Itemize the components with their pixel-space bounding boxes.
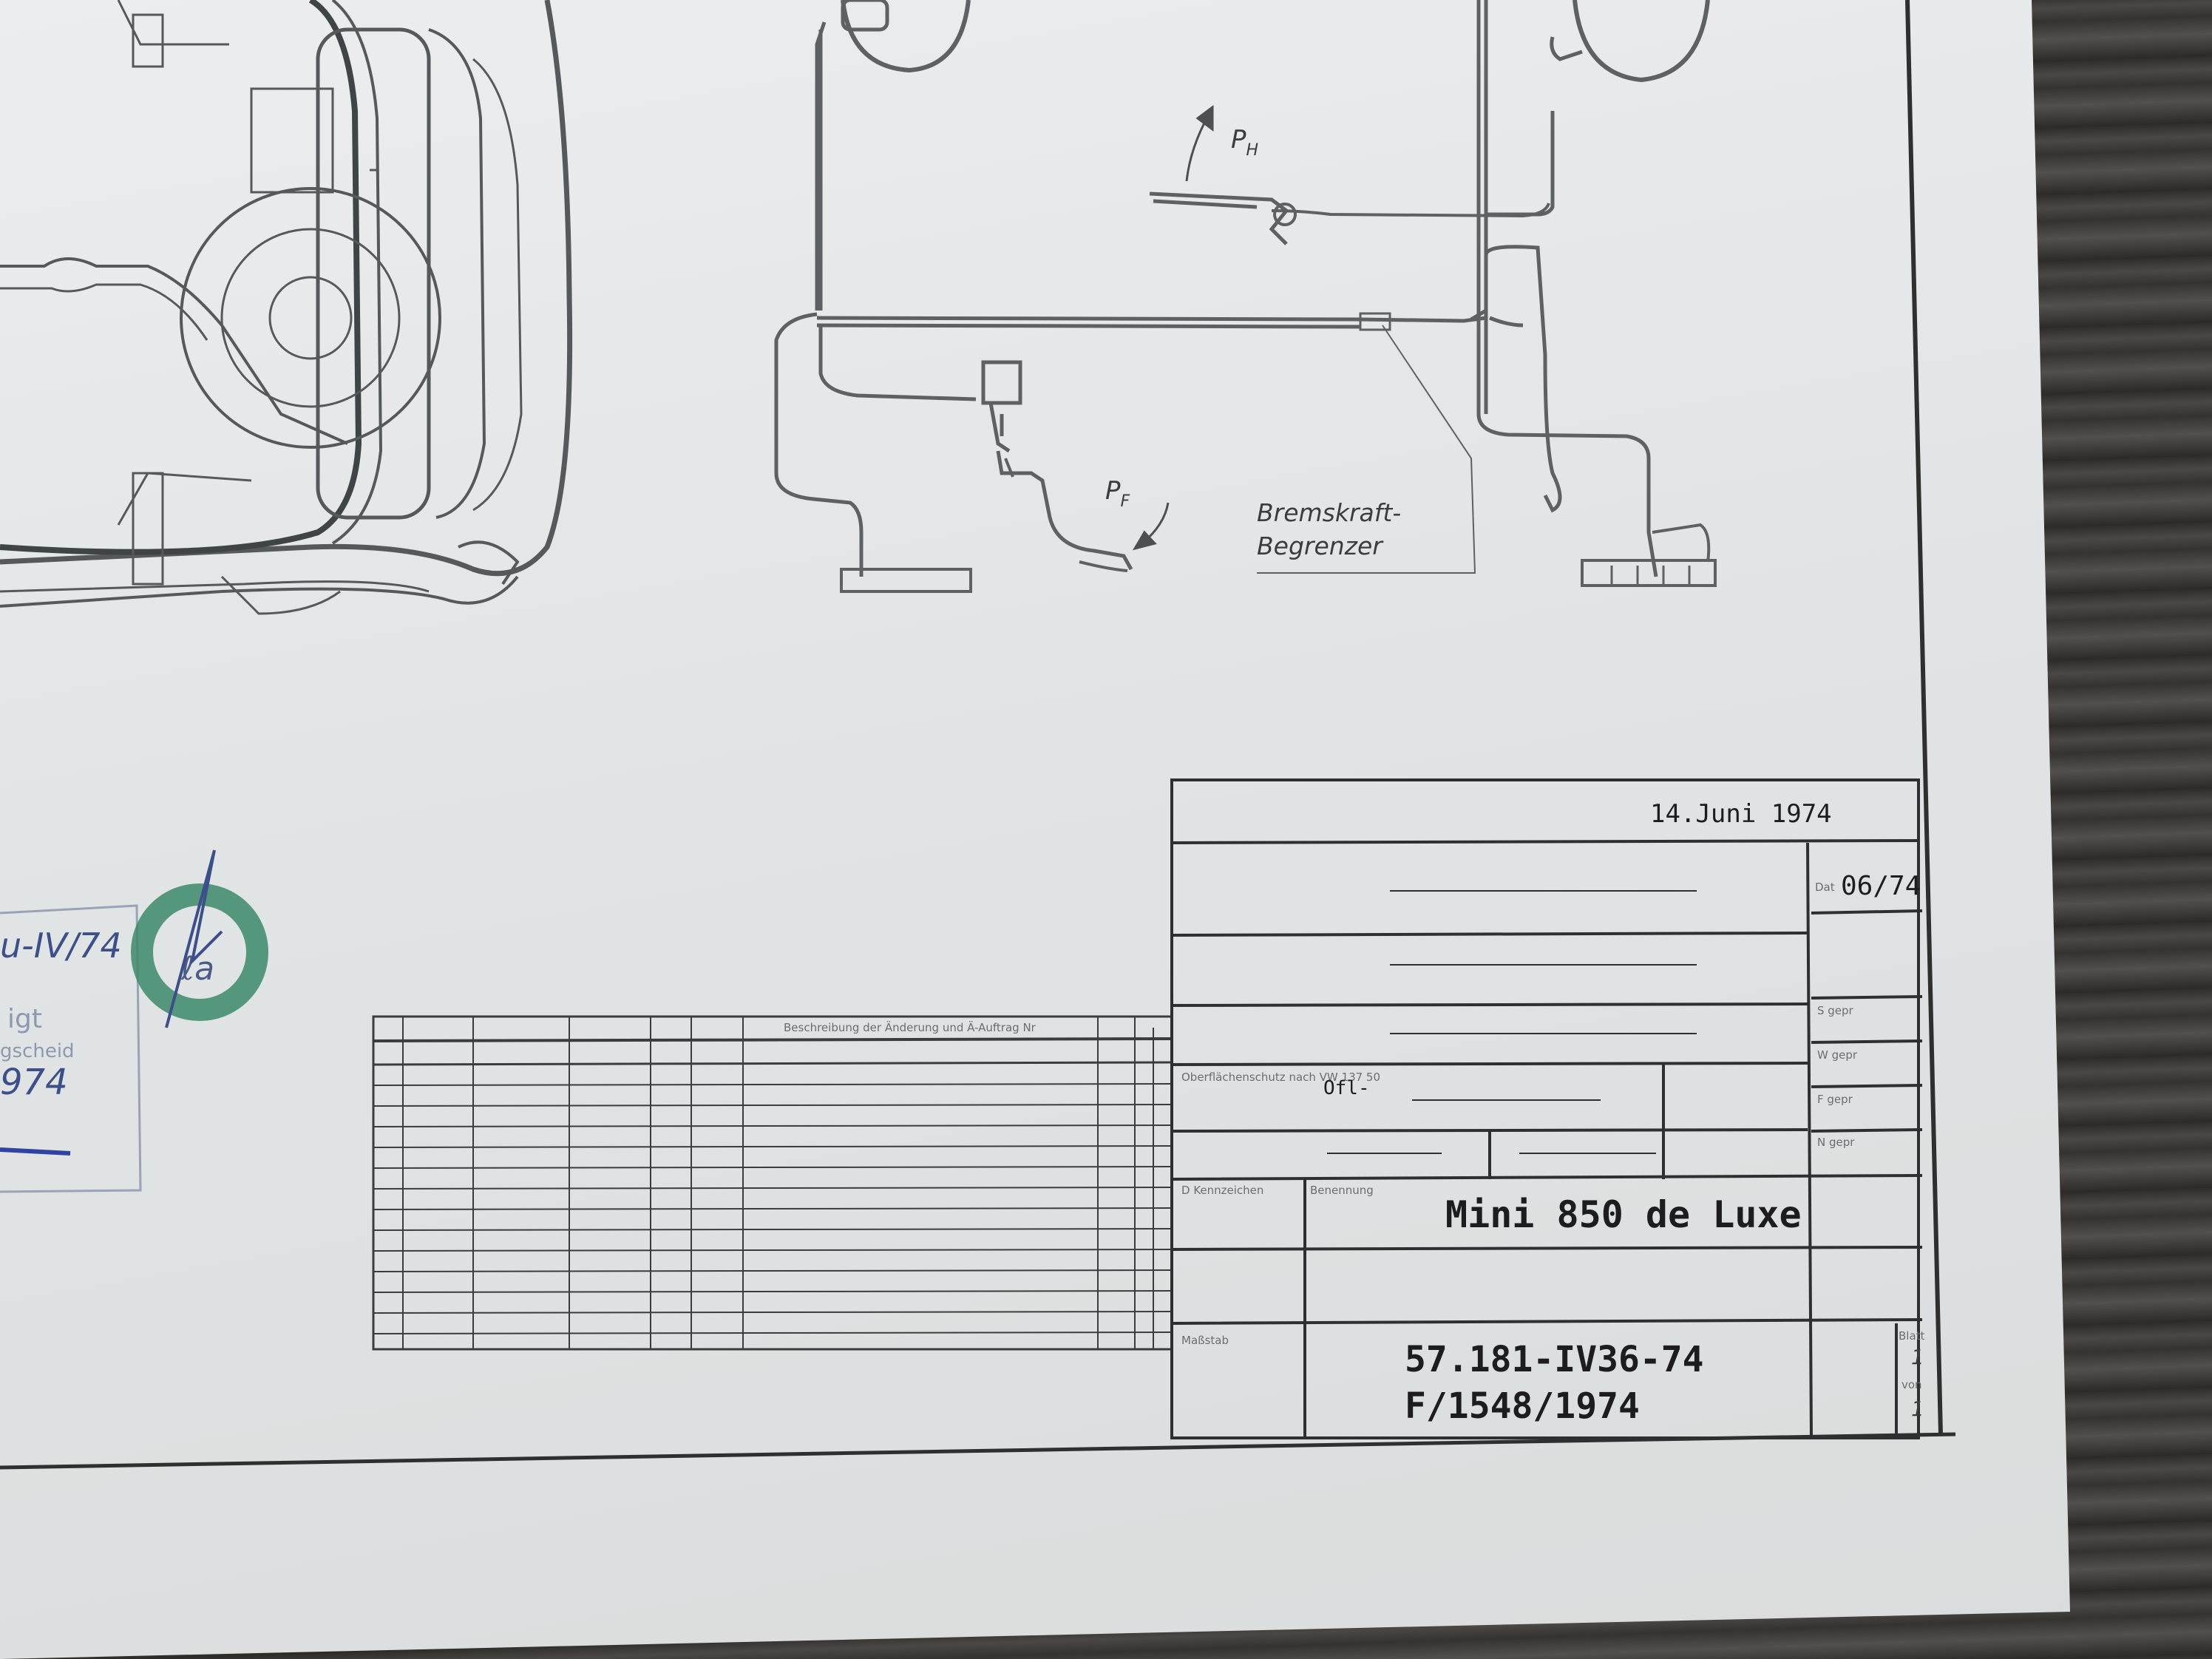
title-block: [1170, 778, 1923, 1439]
stamp-text-lower: gscheid: [0, 1040, 75, 1062]
drawing-number: 57.181-IV36-74: [1405, 1339, 1704, 1380]
stamp-year: 974: [0, 1062, 68, 1103]
dat-label: Dat: [1815, 881, 1835, 894]
brake-circuit: [774, 0, 1717, 593]
scale-label: Maßstab: [1181, 1334, 1229, 1347]
sheet-total: 1: [1911, 1397, 1924, 1421]
w-gepr-label: W gepr: [1817, 1048, 1858, 1062]
drawing-labels: PH PF Bremskraft- Begrenzer: [1105, 125, 1401, 560]
sheet-of-label: von: [1901, 1378, 1922, 1391]
date-stamp: 14.Juni 1974: [1650, 799, 1832, 829]
change-description-header: Beschreibung der Änderung und Ä-Auftrag …: [784, 1020, 1037, 1034]
kennzeichen-label: D Kennzeichen: [1181, 1184, 1263, 1197]
surface-protection-label: Oberflächenschutz nach VW 137 50: [1181, 1071, 1380, 1084]
f-gepr-label: F gepr: [1817, 1093, 1853, 1106]
sheet-border: [0, 0, 1956, 1470]
title-block-labels: Dat S gepr W gepr F gepr N gepr Oberfläc…: [1181, 881, 1858, 1347]
surface-value: Ofl-: [1323, 1077, 1370, 1099]
change-log-table: Beschreibung der Änderung und Ä-Auftrag …: [372, 1015, 1173, 1351]
force-foot-label: PF: [1105, 476, 1130, 511]
car-body-outline: [0, 0, 573, 615]
benennung-label: Benennung: [1310, 1184, 1374, 1197]
s-gepr-label: S gepr: [1817, 1004, 1854, 1017]
force-hand-label: PH: [1231, 125, 1258, 160]
date-field-value: 06/74: [1841, 871, 1921, 901]
stamp-text-middle: igt: [7, 1004, 42, 1034]
title-block-values: 14.Juni 1974 06/74 Ofl- Mini 850 de Luxe…: [1323, 799, 1925, 1427]
drawing-title: Mini 850 de Luxe: [1445, 1193, 1802, 1236]
stamp-date-handwritten: u-IV/74: [0, 926, 122, 966]
sheet-label: Blatt: [1899, 1329, 1925, 1343]
file-number: F/1548/1974: [1405, 1385, 1640, 1427]
n-gepr-label: N gepr: [1817, 1136, 1855, 1149]
force-arrows: [1132, 105, 1214, 551]
brake-limiter-label-2: Begrenzer: [1257, 532, 1384, 560]
brake-limiter-label-1: Bremskraft-: [1257, 498, 1401, 527]
sheet-number: 1: [1911, 1345, 1924, 1369]
approval-stamp: ℓa u-IV/74 igt gscheid 974: [0, 849, 268, 1193]
